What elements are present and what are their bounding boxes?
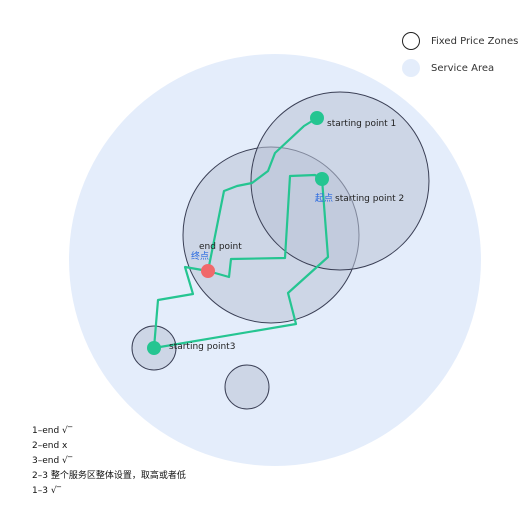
- start-point-1-marker[interactable]: [310, 111, 324, 125]
- end-point-cn-label: 终点: [191, 250, 209, 262]
- note-line: 2–end x: [32, 441, 68, 451]
- fixed-price-zone-small-bottom: [224, 364, 270, 410]
- fixed-price-zone-right: [250, 91, 430, 271]
- note-line: 1–end √‾: [32, 426, 73, 436]
- start-point-3-label: starting point3: [169, 342, 235, 352]
- area-swatch-icon: [402, 59, 420, 77]
- note-line: 3–end √‾: [32, 456, 73, 466]
- legend-area-label: Service Area: [431, 62, 495, 74]
- legend-zones-label: Fixed Price Zones: [431, 35, 519, 47]
- zone-swatch-icon: [402, 32, 420, 50]
- end-point-label: end point: [199, 242, 242, 252]
- legend-item-area: Service Area: [402, 57, 518, 79]
- notes: 1–end √‾ 2–end x 3–end √‾ 2–3 整个服务区整体设置，…: [32, 424, 186, 499]
- note-line: 2–3 整个服务区整体设置，取高或者低: [32, 471, 186, 481]
- legend: Fixed Price Zones Service Area: [402, 30, 518, 84]
- start-point-2-label: starting point 2: [335, 194, 404, 204]
- legend-item-zones: Fixed Price Zones: [402, 30, 518, 52]
- route-3-to-end: [152, 265, 209, 349]
- start-point-2-marker[interactable]: [315, 172, 329, 186]
- start-point-2-cn-label: 起点: [315, 193, 333, 204]
- route-2-to-end: [207, 173, 323, 279]
- end-point-marker[interactable]: [201, 264, 215, 278]
- start-point-1-label: starting point 1: [327, 119, 396, 129]
- start-point-3-marker[interactable]: [147, 341, 161, 355]
- route-2-to-3: [153, 178, 330, 350]
- note-line: 1–3 √‾: [32, 486, 62, 496]
- route-1-to-end: [206, 117, 318, 272]
